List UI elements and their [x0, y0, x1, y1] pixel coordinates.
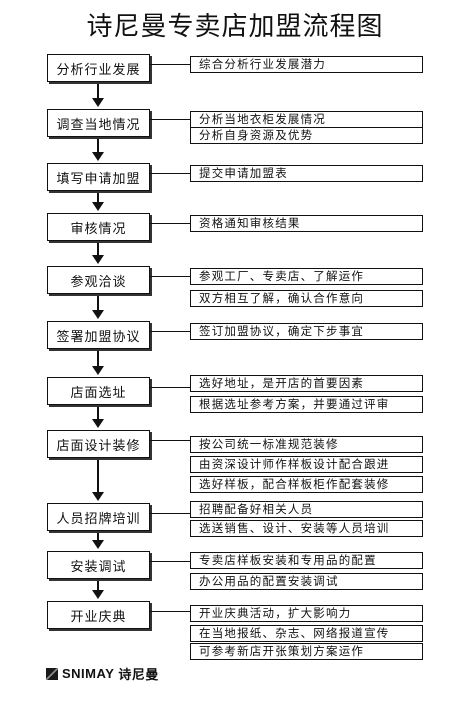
- arrow-down-icon: [92, 202, 104, 211]
- arrow-down-icon: [92, 590, 104, 599]
- process-step: 店面设计装修: [47, 430, 150, 458]
- process-step: 调查当地情况: [47, 109, 150, 137]
- step-note: 资格通知审核结果: [190, 215, 423, 232]
- step-note: 分析自身资源及优势: [190, 127, 423, 144]
- arrow-shaft: [97, 84, 99, 98]
- step-note: 签订加盟协议，确定下步事宜: [190, 323, 423, 340]
- step-note: 按公司统一标准规范装修: [190, 436, 423, 453]
- connector-line: [150, 223, 190, 224]
- arrow-shaft: [97, 407, 99, 419]
- brand-logo: SNIMAY 诗尼曼: [46, 664, 159, 683]
- arrow-shaft: [97, 296, 99, 310]
- step-note: 招聘配备好相关人员: [190, 501, 423, 518]
- brand-name-cn: 诗尼曼: [118, 667, 159, 682]
- process-step: 分析行业发展: [47, 54, 150, 82]
- connector-line: [150, 561, 190, 562]
- arrow-down-icon: [92, 492, 104, 501]
- page-title: 诗尼曼专卖店加盟流程图: [86, 12, 384, 42]
- connector-line: [150, 64, 190, 65]
- arrow-shaft: [97, 533, 99, 540]
- process-step: 签署加盟协议: [47, 321, 150, 349]
- arrow-down-icon: [92, 310, 104, 319]
- step-note: 选好地址，是开店的首要因素: [190, 375, 423, 392]
- step-note: 在当地报纸、杂志、网络报道宣传: [190, 625, 423, 642]
- logo-icon: [46, 667, 58, 680]
- arrow-shaft: [97, 243, 99, 255]
- arrow-down-icon: [92, 419, 104, 428]
- step-note: 可参考新店开张策划方案运作: [190, 643, 423, 660]
- step-note: 综合分析行业发展潜力: [190, 56, 423, 73]
- step-note: 双方相互了解，确认合作意向: [190, 290, 423, 307]
- arrow-shaft: [97, 139, 99, 152]
- arrow-down-icon: [92, 366, 104, 375]
- connector-line: [150, 611, 190, 612]
- process-step: 参观洽谈: [47, 266, 150, 294]
- connector-line: [150, 387, 190, 388]
- step-note: 由资深设计师作样板设计配合跟进: [190, 456, 423, 473]
- connector-line: [150, 440, 190, 441]
- step-note: 提交申请加盟表: [190, 165, 423, 182]
- connector-line: [150, 276, 190, 277]
- process-step: 审核情况: [47, 213, 150, 241]
- arrow-shaft: [97, 581, 99, 590]
- process-step: 安装调试: [47, 551, 150, 579]
- step-note: 开业庆典活动，扩大影响力: [190, 605, 423, 622]
- step-note: 根据选址参考方案，并要通过评审: [190, 396, 423, 413]
- arrow-down-icon: [92, 152, 104, 161]
- process-step: 填写申请加盟: [47, 163, 150, 191]
- arrow-down-icon: [92, 98, 104, 107]
- connector-line: [150, 119, 190, 120]
- step-note: 分析当地衣柜发展情况: [190, 111, 423, 128]
- step-note: 选送销售、设计、安装等人员培训: [190, 520, 423, 537]
- step-note: 专卖店样板安装和专用品的配置: [190, 552, 423, 569]
- process-step: 开业庆典: [47, 601, 150, 629]
- step-note: 办公用品的配置安装调试: [190, 573, 423, 590]
- connector-line: [150, 331, 190, 332]
- arrow-down-icon: [92, 255, 104, 264]
- process-step: 店面选址: [47, 377, 150, 405]
- connector-line: [150, 513, 190, 514]
- arrow-shaft: [97, 193, 99, 202]
- step-note: 选好样板，配合样板柜作配套装修: [190, 476, 423, 493]
- arrow-shaft: [97, 351, 99, 366]
- arrow-down-icon: [92, 540, 104, 549]
- arrow-shaft: [97, 460, 99, 492]
- brand-name-en: SNIMAY: [62, 666, 115, 681]
- step-note: 参观工厂、专卖店、了解运作: [190, 268, 423, 285]
- process-step: 人员招牌培训: [47, 503, 150, 531]
- connector-line: [150, 173, 190, 174]
